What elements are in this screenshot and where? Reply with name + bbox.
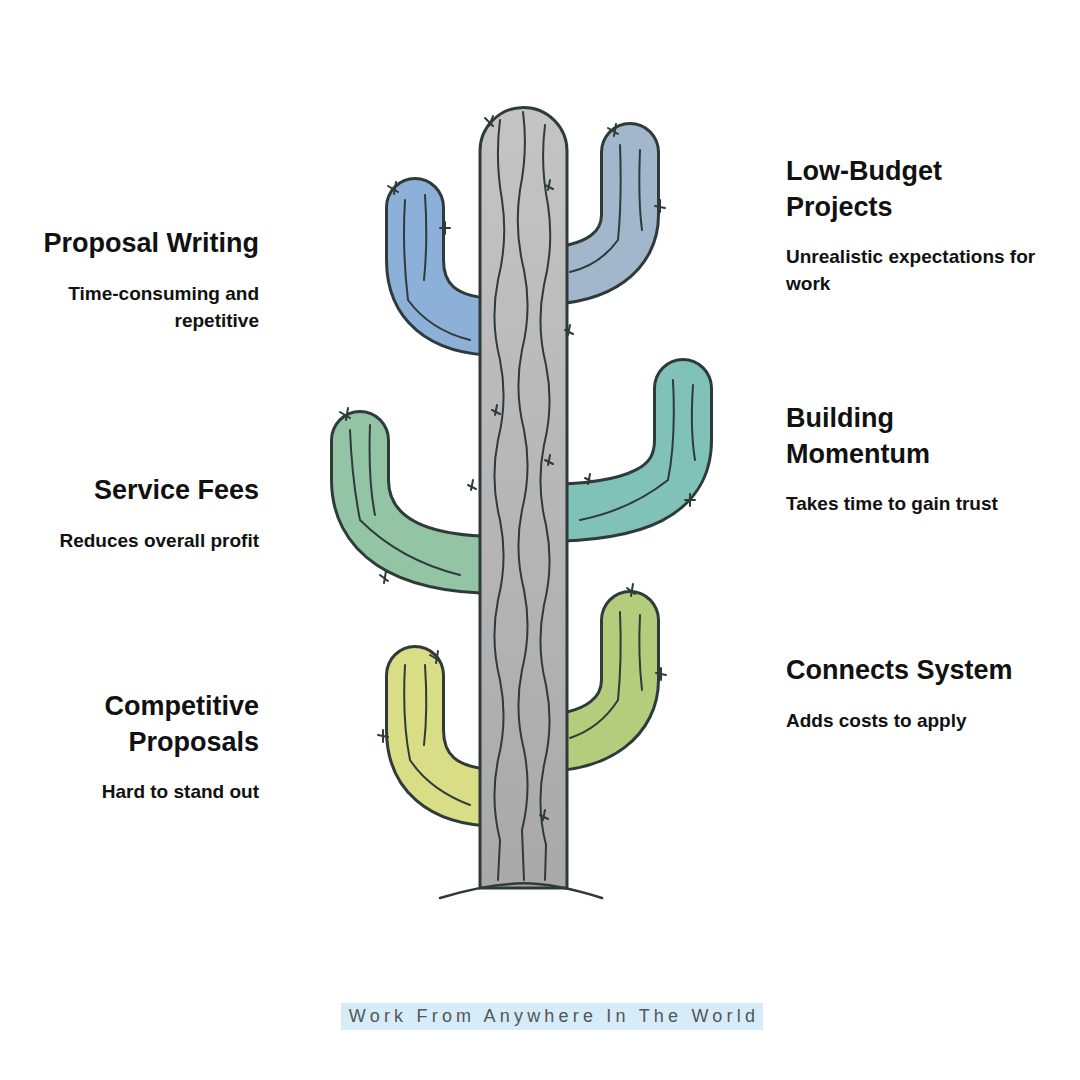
cactus-rib xyxy=(540,125,550,880)
cactus-spine xyxy=(378,730,388,742)
cactus-spine xyxy=(468,480,476,490)
cactus-rib xyxy=(424,665,426,745)
cactus-spine xyxy=(545,180,553,190)
cactus-trunk xyxy=(480,108,567,889)
cactus-spine xyxy=(540,810,548,820)
callout-text: Reduces overall profit xyxy=(9,527,259,554)
cactus-spine xyxy=(430,651,440,663)
cactus-spine xyxy=(565,325,573,335)
cactus-spine xyxy=(585,474,593,484)
callout-heading: Low-Budget Projects xyxy=(786,153,1001,225)
cactus-rib xyxy=(570,612,621,738)
cactus-spine xyxy=(340,408,350,420)
callout-heading: Competitive Proposals xyxy=(9,688,259,760)
callout-text: Takes time to gain trust xyxy=(786,490,1056,517)
callout-heading: Connects System xyxy=(786,652,1066,688)
cactus-spine xyxy=(388,182,398,194)
cactus-rib xyxy=(404,200,470,340)
cactus-rib xyxy=(424,195,426,280)
cactus-rib xyxy=(494,120,504,880)
cactus-spine xyxy=(545,455,553,465)
callout-heading: Building Momentum xyxy=(786,400,1001,472)
cactus-spine xyxy=(627,584,635,596)
callout-text: Adds costs to apply xyxy=(786,707,1056,734)
cactus-rib xyxy=(404,665,470,805)
cactus-rib xyxy=(570,145,621,272)
cactus-rib xyxy=(518,112,528,880)
callout-heading: Service Fees xyxy=(9,472,259,508)
cactus-spine xyxy=(485,116,493,126)
cactus-rib xyxy=(370,425,375,515)
cactus-spine xyxy=(685,494,695,506)
cactus-spine xyxy=(492,405,500,415)
cactus-rib xyxy=(639,150,642,230)
callout-text: Unrealistic expectations for work xyxy=(786,243,1041,297)
cactus-rib xyxy=(639,615,642,690)
cactus-spine xyxy=(380,571,388,583)
ground-line xyxy=(440,883,602,898)
cactus-spine xyxy=(655,200,665,212)
callout-text: Time-consuming and repetitive xyxy=(19,280,259,334)
cactus-rib xyxy=(692,385,695,460)
cactus-spine xyxy=(656,668,666,680)
cactus-rib xyxy=(350,430,460,575)
cactus-spine xyxy=(608,124,618,136)
caption-band: Work From Anywhere In The World xyxy=(341,1003,763,1030)
cactus-spine xyxy=(440,222,450,234)
cactus-rib xyxy=(580,380,674,520)
callout-heading: Proposal Writing xyxy=(9,225,259,261)
callout-text: Hard to stand out xyxy=(9,778,259,805)
